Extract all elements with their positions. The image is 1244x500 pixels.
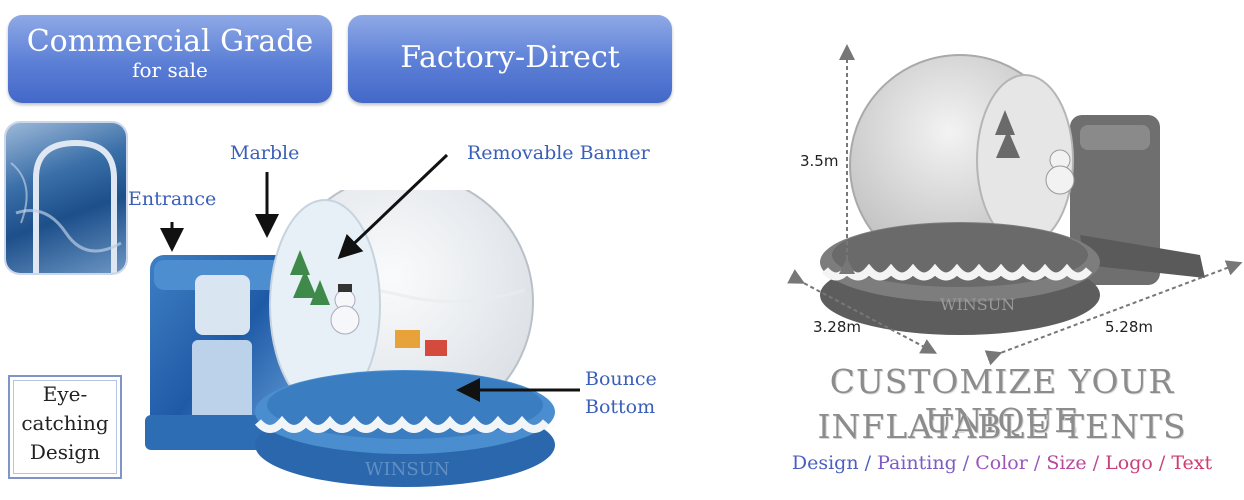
separator: /: [956, 452, 976, 474]
option-logo: Logo: [1105, 452, 1153, 474]
separator: /: [1152, 452, 1172, 474]
option-color: Color: [975, 452, 1028, 474]
length-label: 5.28m: [1105, 318, 1154, 336]
option-painting: Painting: [877, 452, 957, 474]
for-sale-subtitle: for sale: [132, 58, 208, 82]
eye-catching-box: Eye- catching Design: [8, 375, 122, 479]
eye-line2: catching: [21, 411, 109, 435]
commercial-grade-badge: Commercial Grade for sale: [8, 15, 332, 103]
customization-options: Design / Painting / Color / Size / Logo …: [760, 452, 1244, 474]
entrance-label: Entrance: [128, 188, 217, 210]
headline-line2: INFLATABLE TENTS: [817, 407, 1187, 446]
height-label: 3.5m: [800, 152, 839, 170]
option-text: Text: [1171, 452, 1213, 474]
factory-direct-badge: Factory-Direct: [348, 15, 672, 103]
banner-arrow: [337, 153, 449, 260]
option-size: Size: [1046, 452, 1087, 474]
eye-line1: Eye-: [42, 382, 88, 406]
width-dimension: [787, 269, 938, 354]
removable-banner-label: Removable Banner: [467, 142, 650, 164]
length-dimension: [984, 260, 1243, 366]
dimension-lines: [787, 44, 1243, 366]
factory-direct-label: Factory-Direct: [400, 40, 620, 75]
watermark-left: WINSUN: [365, 459, 450, 480]
entrance-closeup-drawing: [10, 139, 122, 273]
callout-arrows: [160, 153, 580, 402]
separator: /: [858, 452, 878, 474]
eye-line3: Design: [29, 440, 101, 464]
headline-line1: CUSTOMIZE YOUR UNIQUE: [829, 362, 1175, 440]
option-design: Design: [791, 452, 859, 474]
bounce-label-line2: Bottom: [585, 396, 656, 418]
separator: /: [1027, 452, 1047, 474]
entrance-closeup-photo: [6, 123, 126, 273]
commercial-grade-title: Commercial Grade: [26, 24, 314, 59]
marble-label: Marble: [230, 142, 300, 164]
bounce-label-line1: Bounce: [585, 368, 657, 390]
width-label: 3.28m: [813, 318, 862, 336]
separator: /: [1086, 452, 1106, 474]
